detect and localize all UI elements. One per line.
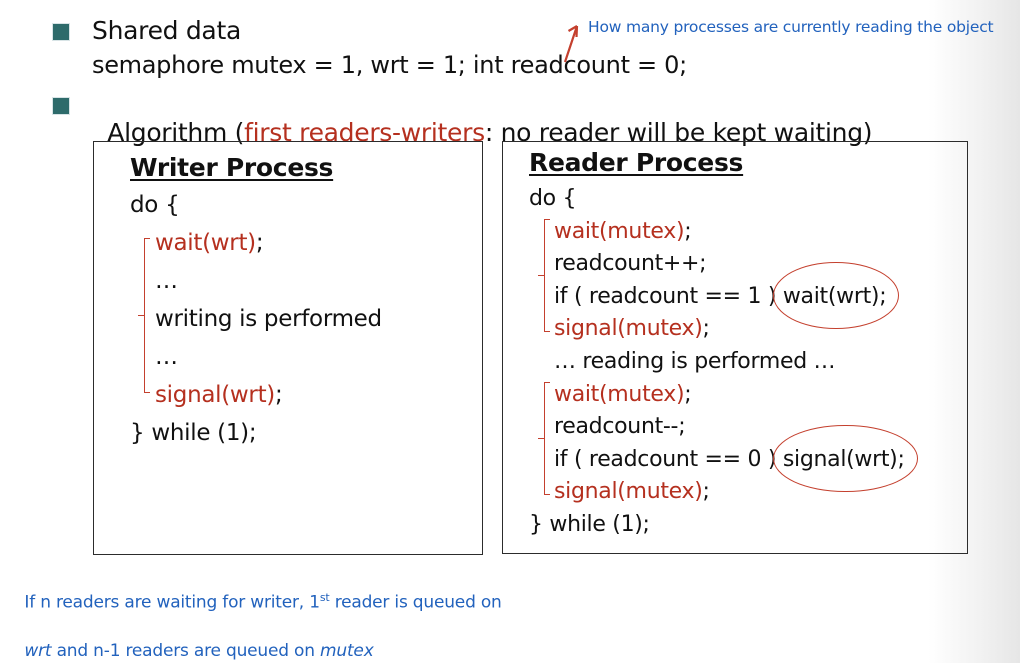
writer-code: do { wait(wrt); … writing is performed …… (130, 186, 476, 452)
code-text-red: signal(mutex) (554, 316, 703, 342)
code-line: writing is performed (130, 300, 476, 338)
code-line: readcount++; (529, 248, 963, 281)
code-text: ; (702, 316, 710, 342)
annotation-text: How many processes are currently reading… (588, 18, 994, 36)
writer-critical-section-bracket (138, 238, 150, 393)
footnote-text: reader is queued on (329, 592, 502, 613)
code-text-red: wait(mutex) (554, 381, 685, 407)
writer-process-box: Writer Process do { wait(wrt); … writing… (93, 141, 483, 555)
code-text-red: signal(mutex) (554, 479, 703, 505)
footnote-text: and n-1 readers are queued on (51, 640, 321, 661)
bracket-tick (538, 274, 544, 276)
code-line: wait(wrt); (130, 224, 476, 262)
code-line: if ( readcount == 0 ) signal(wrt); (529, 424, 963, 492)
code-text: writing is performed (155, 306, 382, 332)
code-line: wait(mutex); (529, 216, 963, 249)
reader-box-title: Reader Process (529, 148, 744, 177)
code-line: signal(mutex); (529, 476, 963, 509)
code-line: wait(mutex); (529, 379, 963, 412)
code-text: … (155, 268, 178, 294)
circled-code: signal(wrt); (772, 424, 918, 492)
algorithm-prefix: Algorithm ( (107, 118, 245, 147)
algorithm-suffix: : no reader will be kept waiting) (484, 118, 873, 147)
code-text: wait(wrt); (782, 283, 887, 309)
code-text: … (155, 344, 178, 370)
code-text: ; (255, 230, 264, 256)
bullet-square-shared-data (53, 24, 69, 40)
footnote-term-mutex: mutex (320, 640, 374, 661)
shared-data-heading: Shared data (92, 16, 241, 45)
code-line: do { (529, 183, 963, 216)
code-text-red: wait(mutex) (554, 218, 685, 244)
footnote: If n readers are waiting for writer, 1st… (14, 562, 534, 663)
code-text: if ( readcount == 0 ) (554, 446, 783, 472)
footnote-term-wrt: wrt (24, 640, 52, 661)
code-line: } while (1); (529, 509, 963, 542)
bracket-tick (538, 437, 544, 439)
code-line: … (130, 262, 476, 300)
code-text-red: signal(wrt) (155, 382, 275, 408)
footnote-superscript: st (319, 591, 330, 604)
code-line: if ( readcount == 1 ) wait(wrt); (529, 262, 963, 329)
code-text: } while (1); (529, 511, 650, 537)
reader-entry-section-bracket (538, 219, 550, 332)
reader-code: do { wait(mutex); readcount++; if ( read… (529, 183, 963, 542)
code-text: ; (702, 479, 710, 505)
code-text: do { (130, 192, 180, 218)
code-line: signal(mutex); (529, 313, 963, 346)
algorithm-heading: Algorithm (first readers-writers: no rea… (92, 89, 872, 147)
code-text: if ( readcount == 1 ) (554, 283, 783, 309)
annotation-arrow-icon (563, 25, 579, 63)
code-text: readcount++; (554, 251, 707, 277)
code-text: signal(wrt); (782, 446, 905, 472)
bullet-square-algorithm (53, 98, 69, 114)
code-text-red: wait(wrt) (155, 230, 256, 256)
reader-process-box: Reader Process do { wait(mutex); readcou… (502, 141, 968, 554)
algorithm-highlight: first readers-writers (244, 118, 485, 147)
code-line: } while (1); (130, 414, 476, 452)
code-line: do { (130, 186, 476, 224)
bracket-tick (138, 314, 144, 316)
code-text: } while (1); (130, 420, 257, 446)
code-line: … (130, 338, 476, 376)
code-text: ; (274, 382, 283, 408)
code-text: do { (529, 186, 577, 211)
code-text: ; (684, 218, 692, 244)
shared-data-declaration: semaphore mutex = 1, wrt = 1; int readco… (92, 51, 687, 79)
circled-code: wait(wrt); (772, 262, 900, 329)
footnote-text: If n readers are waiting for writer, 1 (24, 592, 320, 613)
code-line: … reading is performed … (529, 346, 963, 379)
writer-box-title: Writer Process (130, 153, 334, 182)
code-text: readcount--; (554, 414, 686, 440)
code-line: readcount--; (529, 411, 963, 444)
code-text: ; (684, 381, 692, 407)
code-line: signal(wrt); (130, 376, 476, 414)
reader-exit-section-bracket (538, 382, 550, 495)
code-text: … reading is performed … (554, 348, 836, 374)
